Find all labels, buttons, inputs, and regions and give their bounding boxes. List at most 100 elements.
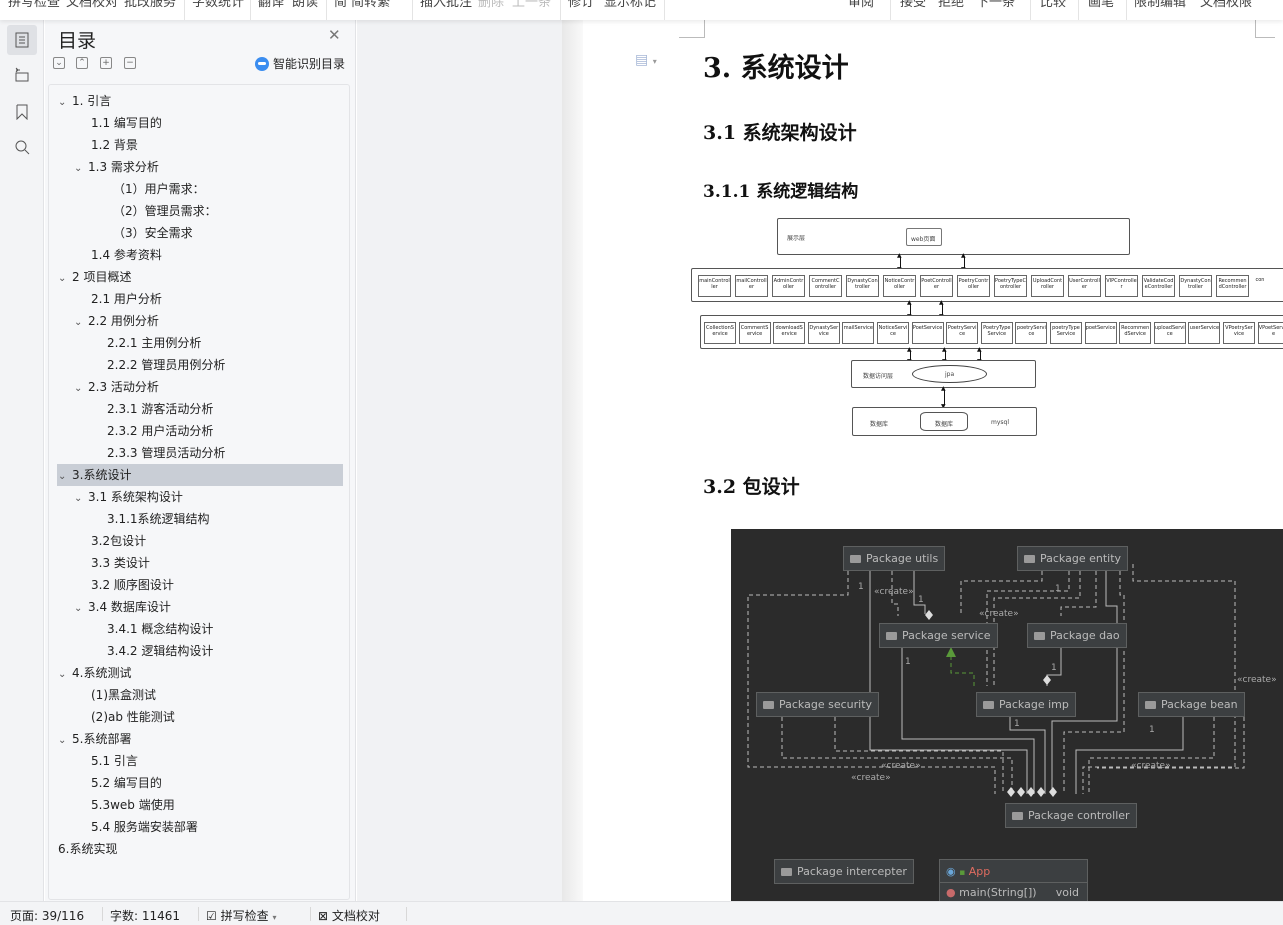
toc-item[interactable]: 1.2 背景 [91,134,138,156]
chevron-down-icon[interactable]: ⌄ [58,471,67,482]
toc-item[interactable]: 3.1.1系统逻辑结构 [107,508,210,530]
multiplicity: 1 [1055,584,1061,594]
toc-item[interactable]: 1.4 参考资料 [91,244,162,266]
service-box: PoetService [911,322,944,344]
db-layer-label: 数据库 [870,421,889,428]
toc-item[interactable]: ⌄4.系统测试 [58,662,131,684]
chevron-down-icon[interactable]: ⌄ [58,97,67,108]
toc-item[interactable]: 2.3.2 用户活动分析 [107,420,213,442]
chevron-down-icon[interactable]: ⌄ [58,669,67,680]
toc-item[interactable]: 5.1 引言 [91,750,138,772]
word-count-button[interactable]: 字数统计 [192,0,245,10]
toc-item-label: 5.1 引言 [91,754,138,768]
expand-icon[interactable]: ⌄ [53,57,65,69]
service-box: CollectionService [704,322,736,344]
next-change-button[interactable]: 下一条 [976,0,1016,10]
collapse-icon[interactable]: ⌃ [76,57,88,69]
doc-proof-status[interactable]: ⊠ 文档校对 [318,907,380,924]
reject-button[interactable]: 拒绝 [938,0,965,10]
read-aloud-button[interactable]: 朗读 [292,0,319,10]
toc-item[interactable]: 2.1 用户分析 [91,288,162,310]
side-icon-bar [0,20,44,901]
bookmark-icon[interactable] [7,97,37,127]
toc-item[interactable]: 5.2 编写目的 [91,772,162,794]
doc-permission-button[interactable]: 文档权限 [1200,0,1253,10]
folder-icon [850,555,861,563]
toc-item[interactable]: 3.4.1 概念结构设计 [107,618,213,640]
toc-item-label: 5.2 编写目的 [91,776,162,790]
correction-service-button[interactable]: 批改服务 [124,0,177,10]
toc-item[interactable]: 3.3 类设计 [91,552,150,574]
translate-button[interactable]: 翻译 [258,0,285,10]
toc-item[interactable]: 6.系统实现 [58,838,117,860]
minus-icon[interactable]: − [124,57,136,69]
controller-box: UploadController [1031,275,1064,297]
toc-item[interactable]: ⌄3.4 数据库设计 [74,596,171,618]
review-button[interactable]: 审阅 [848,0,875,10]
toc-item[interactable]: (2)ab 性能测试 [91,706,175,728]
prev-comment-button[interactable]: 上一条 [512,0,552,10]
toc-item[interactable]: （3）安全需求 [113,222,193,244]
track-changes-button[interactable]: 修订 [568,0,595,10]
package-service: Package service [879,623,998,648]
restrict-editing-button[interactable]: 限制编辑 [1134,0,1187,10]
plus-icon[interactable]: + [100,57,112,69]
toc-item[interactable]: ⌄3.1 系统架构设计 [74,486,183,508]
toc-item[interactable]: 5.4 服务端安装部署 [91,816,198,838]
toc-item[interactable]: 2.3.1 游客活动分析 [107,398,213,420]
page-indicator[interactable]: 页面: 39/116 [10,909,85,923]
toc-item[interactable]: ⌄1. 引言 [58,90,111,112]
navigation-icon[interactable] [7,60,37,90]
compare-button[interactable]: 比较 [1040,0,1067,10]
pen-button[interactable]: 画笔 [1088,0,1115,10]
toc-item[interactable]: 2.3.3 管理员活动分析 [107,442,225,464]
controller-box: PoetryTypeController [994,275,1027,297]
toc-item[interactable]: 3.2包设计 [91,530,146,552]
toc-item[interactable]: ⌄1.3 需求分析 [74,156,159,178]
show-markup-button[interactable]: 显示标记 [604,0,657,10]
controller-box: mailController [735,275,768,297]
chevron-down-icon[interactable]: ⌄ [74,493,83,504]
toc-item[interactable]: 1.1 编写目的 [91,112,162,134]
toc-icon[interactable] [7,25,37,55]
controller-box: DynastyController [846,275,879,297]
spell-check-status[interactable]: ☑ 拼写检查 ▾ [206,907,276,924]
toc-item[interactable]: 3.2 顺序图设计 [91,574,174,596]
jpa-label: jpa [945,371,955,378]
chevron-down-icon[interactable]: ⌄ [74,383,83,394]
toc-item[interactable]: 2.2.1 主用例分析 [107,332,201,354]
app-method: main(String[]) [959,886,1037,899]
chevron-down-icon[interactable]: ⌄ [58,273,67,284]
toc-item[interactable]: （1）用户需求： [113,178,205,200]
chevron-down-icon[interactable]: ⌄ [74,603,83,614]
toc-item[interactable]: ⌄5.系统部署 [58,728,131,750]
word-count[interactable]: 字数: 11461 [110,909,181,923]
chevron-down-icon[interactable]: ⌄ [74,163,83,174]
delete-comment-button[interactable]: 删除 [478,0,505,10]
toc-item[interactable]: 2.2.2 管理员用例分析 [107,354,225,376]
chevron-down-icon[interactable]: ⌄ [58,735,67,746]
view-layer-box: 展示层 web页面 [777,218,1130,255]
app-class: ◉ ▪ App ● main(String[])void [939,859,1088,901]
accept-button[interactable]: 接受 [900,0,927,10]
spell-check-button[interactable]: 拼写检查 [8,0,61,10]
toc-item[interactable]: (1)黑盒测试 [91,684,156,706]
chevron-down-icon[interactable]: ⌄ [74,317,83,328]
insert-comment-button[interactable]: 插入批注 [420,0,473,10]
toc-item[interactable]: 5.3web 端使用 [91,794,175,816]
toc-item[interactable]: ⌄2.3 活动分析 [74,376,159,398]
search-icon[interactable] [7,132,37,162]
close-icon[interactable]: ✕ [328,26,341,44]
folder-icon [1034,632,1045,640]
toc-item[interactable]: ⌄2 项目概述 [58,266,131,288]
smart-toc-button[interactable]: 智能识别目录 [255,55,345,72]
toc-item[interactable]: 3.4.2 逻辑结构设计 [107,640,213,662]
package-intercepter: Package intercepter [774,859,914,884]
toc-item[interactable]: （2）管理员需求： [113,200,217,222]
class-icon: ◉ [946,865,956,878]
toc-item[interactable]: ⌄3.系统设计 [57,464,343,486]
toc-item[interactable]: ⌄2.2 用例分析 [74,310,159,332]
paragraph-icon[interactable]: ▤ ▾ [635,52,657,68]
doc-proof-button[interactable]: 文档校对 [66,0,119,10]
simplified-traditional-button[interactable]: 简 简转繁 [334,0,391,10]
